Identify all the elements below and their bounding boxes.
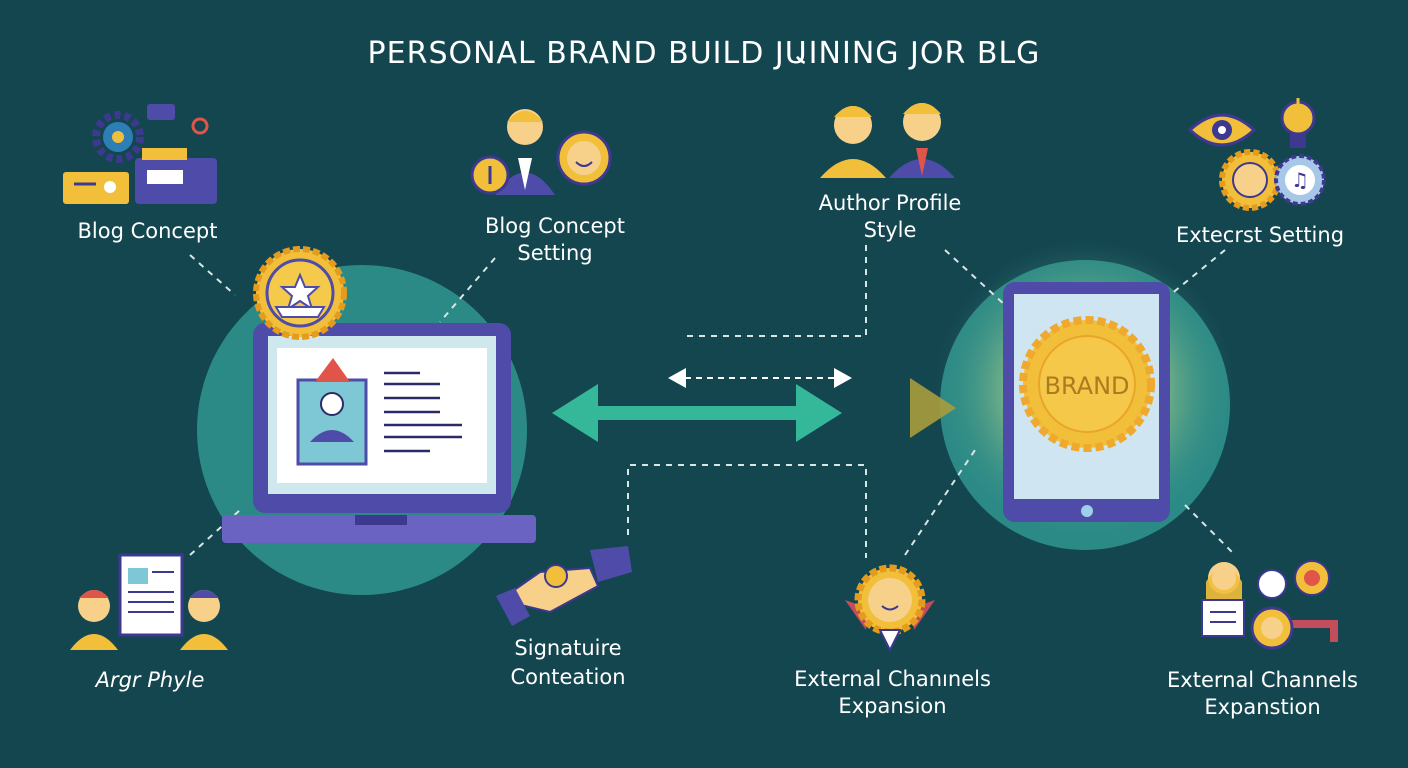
smiley-icon bbox=[556, 130, 612, 186]
label-argr-phyle: Argr Phyle bbox=[95, 668, 205, 692]
play-arrow bbox=[910, 378, 956, 438]
award-person-icon bbox=[845, 564, 935, 653]
label-author-profile-line1: Author Profile bbox=[818, 191, 962, 215]
label-blog-concept: Blog Concept bbox=[77, 219, 218, 243]
smiley-gear-icon bbox=[1219, 149, 1281, 211]
document-people-icon bbox=[70, 553, 228, 650]
label-blog-concept-setting-line2: Setting bbox=[517, 241, 593, 265]
music-note-icon: ♫ bbox=[1274, 154, 1326, 206]
author-people-icon bbox=[820, 103, 955, 178]
label-channels-right-line1: External Channels bbox=[1167, 668, 1358, 692]
svg-text:♫: ♫ bbox=[1291, 168, 1309, 192]
team-workspace-icon bbox=[1201, 560, 1338, 650]
gear-icon bbox=[92, 111, 144, 163]
id-card-icon bbox=[63, 172, 129, 204]
small-double-arrow bbox=[668, 368, 852, 388]
label-blog-concept-setting-line1: Blog Concept bbox=[485, 214, 625, 238]
label-signature-line2: Conteation bbox=[510, 665, 626, 689]
label-signature-line1: Signatuire bbox=[514, 636, 622, 660]
label-author-profile-line2: Style bbox=[863, 218, 917, 242]
handshake-icon bbox=[496, 546, 632, 626]
label-external-setting: Extecrst Setting bbox=[1175, 223, 1345, 247]
lightbulb-bubble-icon bbox=[470, 155, 510, 195]
label-channels-right-line2: Expanstion bbox=[1204, 695, 1321, 719]
main-double-arrow bbox=[552, 384, 842, 442]
brand-badge: BRAND bbox=[1019, 316, 1155, 452]
person-icon bbox=[495, 109, 555, 195]
idea-bulb-icon bbox=[1280, 98, 1316, 148]
eye-icon bbox=[1187, 113, 1257, 147]
dashed-connectors bbox=[189, 245, 1236, 558]
page-title: PERSONAL BRAND BUILD JԱINING JOR BLG bbox=[367, 36, 1041, 71]
label-channels-mid-line2: Expansion bbox=[838, 694, 947, 718]
brand-badge-text: BRAND bbox=[1044, 372, 1129, 400]
laptop-icon bbox=[222, 323, 536, 543]
label-channels-mid-line1: External Chanınels bbox=[794, 667, 991, 691]
award-badge-icon bbox=[253, 246, 347, 340]
